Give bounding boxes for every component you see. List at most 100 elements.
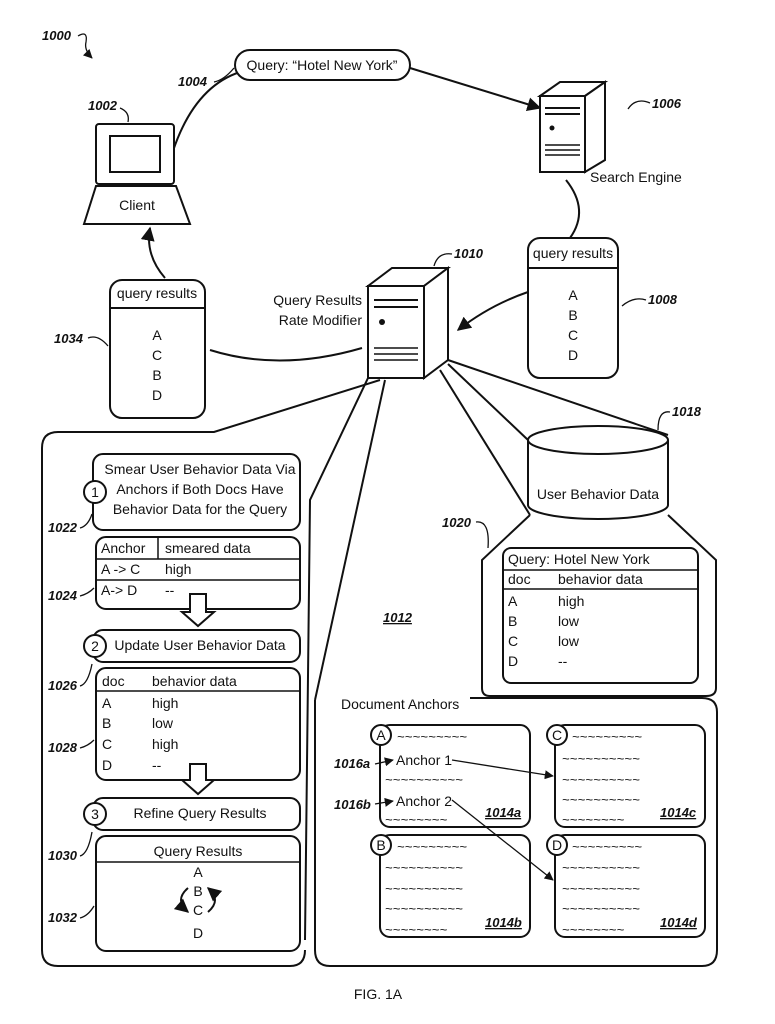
ref-figure-leader — [77, 33, 93, 59]
modifier-label-1: Query Results — [273, 292, 362, 308]
rate-modifier-server-icon — [365, 266, 451, 380]
ref-client: 1002 — [88, 98, 118, 113]
doc-a-marker — [370, 724, 392, 746]
flow-results-to-modifier — [456, 291, 529, 331]
client-results-item: A — [152, 327, 162, 343]
behavior-table-cell: C — [508, 633, 518, 649]
ref-final-results-leader — [79, 905, 95, 919]
ref-anchor-1: 1016a — [334, 756, 370, 771]
ref-query-results-leader — [621, 298, 647, 307]
doc-a-text-line: ~~~~~~~~~ — [397, 730, 467, 745]
final-results-item: A — [193, 864, 203, 880]
doc-c-letter: C — [552, 727, 562, 743]
doc-d-box — [554, 834, 706, 938]
behavior-table-cell: low — [558, 613, 580, 629]
zoom-line-db-left — [439, 369, 531, 516]
ref-query-results: 1008 — [648, 292, 678, 307]
update-table-cell: high — [152, 736, 178, 752]
down-arrow-icon — [179, 593, 217, 628]
db-label: User Behavior Data — [537, 486, 659, 502]
ref-modifier-leader — [433, 253, 453, 267]
doc-anchors-panel — [314, 697, 718, 967]
behavior-table-cell: -- — [558, 653, 568, 669]
ref-client-results-leader — [87, 336, 109, 347]
doc-b-marker — [370, 834, 392, 856]
doc-c-text-line: ~~~~~~~~~~ — [562, 773, 640, 788]
ref-anchor-2: 1016b — [334, 797, 371, 812]
modifier-label-2: Rate Modifier — [279, 312, 363, 328]
client-label: Client — [119, 197, 155, 213]
query-results-item: A — [568, 287, 578, 303]
ref-behavior-table: 1020 — [442, 515, 472, 530]
ref-step1-leader — [79, 513, 93, 529]
ref-step1: 1022 — [48, 520, 78, 535]
zoom-line-left-panel — [304, 377, 369, 941]
client-results-box — [109, 279, 206, 419]
smear-table-cell: A -> C — [101, 561, 140, 577]
doc-b-box — [379, 834, 531, 938]
search-engine-server-icon — [536, 80, 609, 174]
query-results-item: B — [568, 307, 577, 323]
anchor-2-link — [451, 799, 554, 881]
ref-smear-table-leader — [79, 587, 95, 597]
query-results-item: C — [568, 327, 578, 343]
zoom-line-db-right — [447, 359, 669, 436]
final-results-item: D — [193, 925, 203, 941]
zoom-line-anchors-panel — [314, 379, 386, 701]
client-laptop-icon — [82, 123, 192, 225]
query-label: Query: “Hotel New York” — [247, 57, 398, 73]
ref-update-table-leader — [79, 739, 95, 749]
doc-d-text-line: ~~~~~~~~~~ — [562, 861, 640, 876]
update-table-cell: low — [152, 715, 174, 731]
step2-number: 2 — [91, 638, 99, 654]
ref-doc-c: 1014c — [660, 805, 697, 820]
ref-figure: 1000 — [42, 28, 72, 43]
swap-arrow-icon — [206, 887, 223, 913]
ref-update-table: 1028 — [48, 740, 78, 755]
ref-step3: 1030 — [48, 848, 78, 863]
ref-doc-d: 1014d — [660, 915, 698, 930]
behavior-table-header: behavior data — [558, 571, 643, 587]
ref-step3-leader — [79, 831, 93, 857]
doc-a-box — [379, 724, 531, 828]
behavior-callout — [481, 514, 717, 697]
step1-line: Smear User Behavior Data Via — [104, 461, 295, 477]
left-detail-panel — [41, 379, 381, 967]
ref-zoom: 1012 — [383, 610, 413, 625]
smear-table-cell: -- — [165, 582, 175, 598]
update-table-header: doc — [102, 673, 125, 689]
ref-search-engine: 1006 — [652, 96, 682, 111]
doc-b-text-line: ~~~~~~~~~~ — [385, 861, 463, 876]
doc-c-marker — [546, 724, 568, 746]
client-results-item: D — [152, 387, 162, 403]
final-results-item: B — [193, 883, 202, 899]
anchor-2-label: Anchor 2 — [396, 793, 452, 809]
behavior-table-cell: A — [508, 593, 518, 609]
step1-line: Anchors if Both Docs Have — [116, 481, 284, 497]
client-results-item: B — [152, 367, 161, 383]
doc-d-text-line: ~~~~~~~~~ — [572, 840, 642, 855]
query-pill — [234, 49, 411, 81]
behavior-table-cell: high — [558, 593, 584, 609]
step1-number: 1 — [91, 484, 99, 500]
doc-c-text-line: ~~~~~~~~~~ — [562, 793, 640, 808]
flow-query-to-engine — [409, 67, 542, 111]
flow-modifier-to-client-results — [209, 347, 363, 362]
doc-a-letter: A — [376, 727, 386, 743]
doc-c-text-line: ~~~~~~~~~ — [572, 730, 642, 745]
doc-d-text-line: ~~~~~~~~~~ — [562, 882, 640, 897]
step2-label: Update User Behavior Data — [114, 637, 285, 653]
behavior-table-cell: B — [508, 613, 517, 629]
step3-label: Refine Query Results — [133, 805, 266, 821]
user-behavior-database-icon — [527, 425, 669, 520]
final-results-item: C — [193, 902, 203, 918]
ref-anchor-2-leader — [374, 797, 394, 807]
ref-doc-a: 1014a — [485, 805, 521, 820]
behavior-table-title: Query: Hotel New York — [508, 551, 651, 567]
ref-smear-table: 1024 — [48, 588, 78, 603]
step1-number-marker — [83, 480, 107, 504]
client-results-title: query results — [117, 285, 197, 301]
step1-line: Behavior Data for the Query — [113, 501, 287, 517]
query-results-title: query results — [533, 245, 613, 261]
